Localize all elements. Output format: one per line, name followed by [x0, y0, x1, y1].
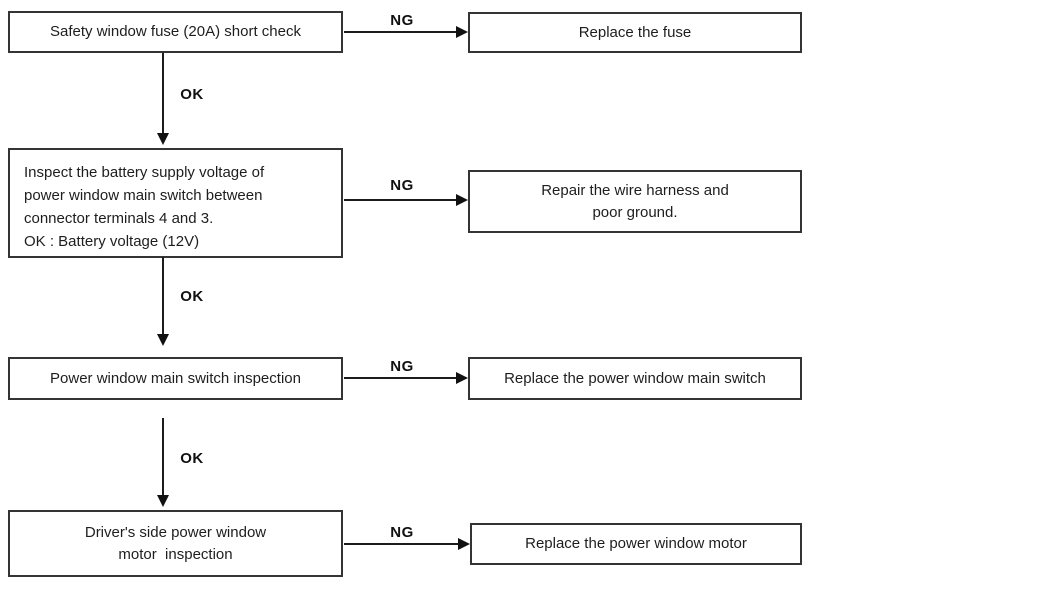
step-box-battery-voltage-inspect: Inspect the battery supply voltage of po…: [8, 148, 343, 258]
action-box-repair-harness: Repair the wire harness and poor ground.: [468, 170, 802, 233]
step-text: Safety window fuse (20A) short check: [50, 23, 301, 40]
ng-label-4: NG: [390, 524, 414, 541]
action-box-replace-main-switch: Replace the power window main switch: [468, 357, 802, 400]
ng-label-1: NG: [390, 12, 414, 29]
arrowhead-down-icon: [157, 133, 169, 145]
ok-label-2: OK: [180, 288, 204, 305]
ok-label-1: OK: [180, 86, 204, 103]
action-box-replace-fuse: Replace the fuse: [468, 12, 802, 53]
ok-connector-line-1: [162, 53, 164, 134]
action-text: Replace the power window main switch: [504, 369, 766, 387]
ok-connector-line-2: [162, 257, 164, 335]
ok-connector-line-3: [162, 418, 164, 496]
step-box-main-switch-inspection: Power window main switch inspection: [8, 357, 343, 400]
step-text: Inspect the battery supply voltage of po…: [24, 164, 265, 250]
action-text: Repair the wire harness and poor ground.: [541, 181, 729, 221]
ng-label-3: NG: [390, 358, 414, 375]
action-box-replace-motor: Replace the power window motor: [470, 523, 802, 565]
arrowhead-right-icon: [456, 194, 468, 206]
ok-label-3: OK: [180, 450, 204, 467]
step-box-fuse-short-check: Safety window fuse (20A) short check: [8, 11, 343, 53]
ng-connector-line-3: [344, 377, 457, 379]
action-text: Replace the power window motor: [525, 535, 747, 552]
arrowhead-down-icon: [157, 334, 169, 346]
arrowhead-right-icon: [456, 372, 468, 384]
action-text: Replace the fuse: [578, 23, 692, 41]
ng-connector-line-4: [344, 543, 459, 545]
step-text: Driver's side power window motor inspect…: [84, 523, 267, 563]
arrowhead-right-icon: [456, 26, 468, 38]
ng-connector-line-2: [344, 199, 457, 201]
arrowhead-down-icon: [157, 495, 169, 507]
ng-label-2: NG: [390, 177, 414, 194]
ng-connector-line-1: [344, 31, 457, 33]
step-text: Power window main switch inspection: [50, 369, 301, 387]
step-box-motor-inspection: Driver's side power window motor inspect…: [8, 510, 343, 577]
arrowhead-right-icon: [458, 538, 470, 550]
